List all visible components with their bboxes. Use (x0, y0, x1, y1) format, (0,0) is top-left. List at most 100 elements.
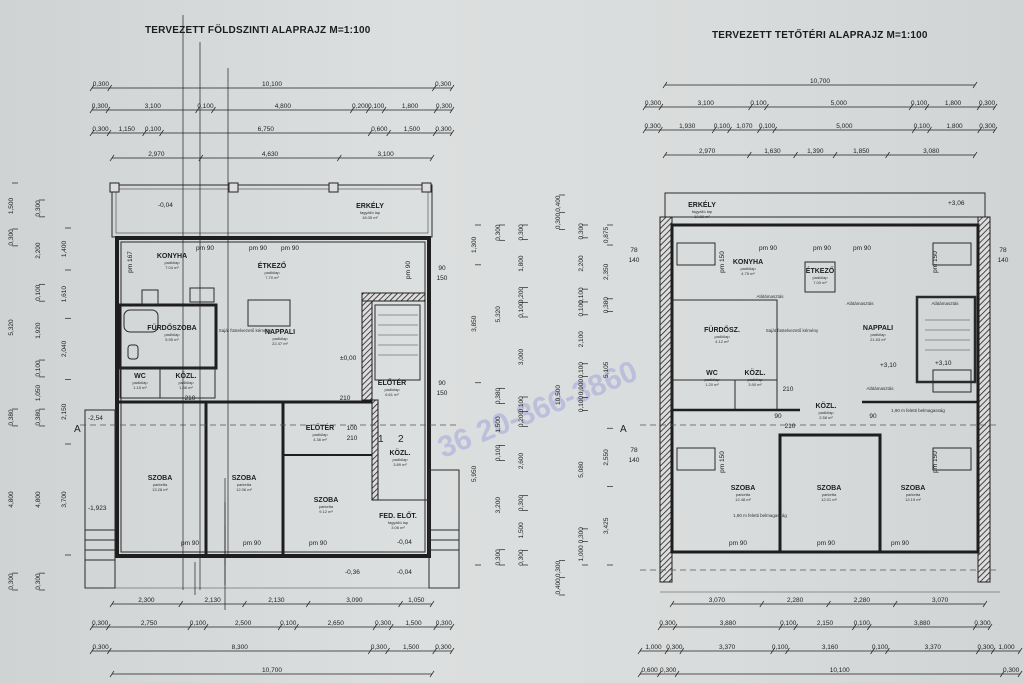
room-area: 7.70 m² (265, 275, 279, 280)
annotation: 90 (869, 413, 877, 420)
dimension-tick (892, 600, 898, 608)
dimension-tick (911, 126, 917, 134)
dimension-tick (672, 623, 678, 631)
annotation: 90 (438, 265, 446, 272)
attic-staircase (915, 295, 977, 384)
room-floor-type: padlólap (164, 332, 180, 337)
chimney-wall-left (659, 216, 673, 583)
level-marker: -0,04 (397, 569, 412, 576)
dimension-label: 5,320 (495, 306, 502, 323)
dimension-label: 0,300 (979, 100, 996, 107)
annotation: pm 90 (196, 245, 214, 252)
room-floor-type: padlólap (178, 380, 194, 385)
dimension-label: 6,750 (258, 126, 275, 133)
dining-table (247, 299, 291, 327)
dimension-label: 4,800 (8, 491, 15, 508)
dimension-tick (972, 623, 978, 631)
annotation: pm 90 (181, 540, 199, 547)
dimension-tick (89, 106, 95, 114)
section-mark: A (74, 424, 81, 435)
dimension-label: 1,000 (578, 545, 585, 562)
dimension-label: 5,080 (578, 461, 585, 478)
room-area: 21.53 m² (870, 337, 886, 342)
annotation: 140 (998, 257, 1009, 264)
dimension-label: 0,100 (578, 300, 585, 317)
dimension-label: 0,100 (368, 103, 385, 110)
room-name: WC (706, 370, 718, 377)
dimension-label: 0,100 (911, 100, 928, 107)
dimension-tick (105, 106, 111, 114)
dimension-label: 10,500 (555, 385, 562, 405)
dimension-label: 3,200 (495, 497, 502, 514)
dimension-label: 2,500 (235, 620, 252, 627)
dimension-label: 0,100 (35, 360, 42, 377)
dimension-label: 0,300 (495, 224, 502, 241)
balcony-outline (111, 184, 433, 238)
dimension-tick (198, 154, 204, 162)
dimension-tick (89, 129, 95, 137)
dimension-label: 0,100 (578, 362, 585, 379)
dimension-label: 0,900 (578, 379, 585, 396)
dimension-label: 3,100 (378, 151, 395, 158)
dimension-tick (674, 670, 680, 678)
dimension-label: 0,100 (772, 644, 789, 651)
dimension-label: 1,800 (945, 100, 962, 107)
level-marker: +3,10 (935, 360, 952, 367)
dimension-tick (106, 623, 111, 631)
room-name: KONYHA (157, 253, 187, 260)
dimension-label: 1,850 (853, 148, 870, 155)
dimension-tick (642, 126, 648, 134)
ground-floor-title: TERVEZETT FÖLDSZINTI ALAPRAJZ M=1:100 (145, 23, 371, 36)
dimension-label: 1,920 (35, 322, 42, 339)
dimension-label: 10,700 (810, 78, 830, 85)
room-floor-type: parketta (237, 482, 252, 487)
dimension-tick (772, 126, 777, 134)
dimension-tick (992, 126, 998, 134)
column (228, 182, 239, 193)
attic-floor-title: TERVEZETT TETŐTÉRI ALAPRAJZ M=1:100 (712, 28, 928, 41)
annotation: pm 90 (891, 540, 909, 547)
dimension-label: 2,200 (35, 242, 42, 259)
dimension-tick (89, 647, 95, 655)
dimension-tick (992, 103, 998, 111)
dimension-tick (977, 126, 982, 134)
dimension-label: 0,300 (92, 126, 109, 133)
dimension-label: 8,300 (232, 644, 249, 651)
dimension-label: 0,300 (375, 620, 392, 627)
room-area: 3.90 m² (748, 382, 762, 387)
dimension-tick (785, 647, 790, 655)
column (109, 182, 120, 193)
section-mark: 2 (398, 434, 404, 445)
dimension-tick (657, 623, 663, 631)
dimension-label: 0,380 (495, 387, 502, 404)
dimension-label: 3,070 (709, 597, 726, 604)
dimension-tick (778, 623, 784, 631)
room-floor-type: parketta (736, 492, 751, 497)
annotation: 210 (783, 386, 794, 393)
room-name: NAPPALI (863, 325, 893, 332)
dimension-tick (764, 103, 769, 111)
dimension-label: 0,600 (371, 126, 388, 133)
dimension-tick (642, 103, 648, 111)
dimension-label: 0,300 (495, 549, 502, 566)
dimension-tick (106, 129, 112, 137)
dimension-label: 0,300 (8, 229, 15, 246)
stove (141, 289, 159, 305)
dimension-label: 0,300 (435, 644, 452, 651)
room-name: KONYHA (733, 259, 763, 266)
room-area: 3.06 m² (391, 525, 405, 530)
dimension-label: 2,970 (148, 151, 165, 158)
roof-window (932, 447, 972, 471)
dimension-label: 1,000 (998, 644, 1015, 651)
dimension-tick (972, 151, 978, 159)
dimension-tick (1017, 670, 1023, 678)
room-area: 7.00 m² (813, 280, 827, 285)
room-floor-type: padlólap (312, 432, 328, 437)
room-name: ÉTKEZŐ (806, 266, 835, 275)
room-area: 1.15 m² (133, 385, 147, 390)
dimension-label: 0,300 (666, 644, 683, 651)
dimension-label: 1,500 (403, 644, 420, 651)
dimension-label: 1,800 (946, 123, 963, 130)
room-area: 2.58 m² (819, 415, 833, 420)
dimension-label: 3,000 (518, 348, 525, 365)
